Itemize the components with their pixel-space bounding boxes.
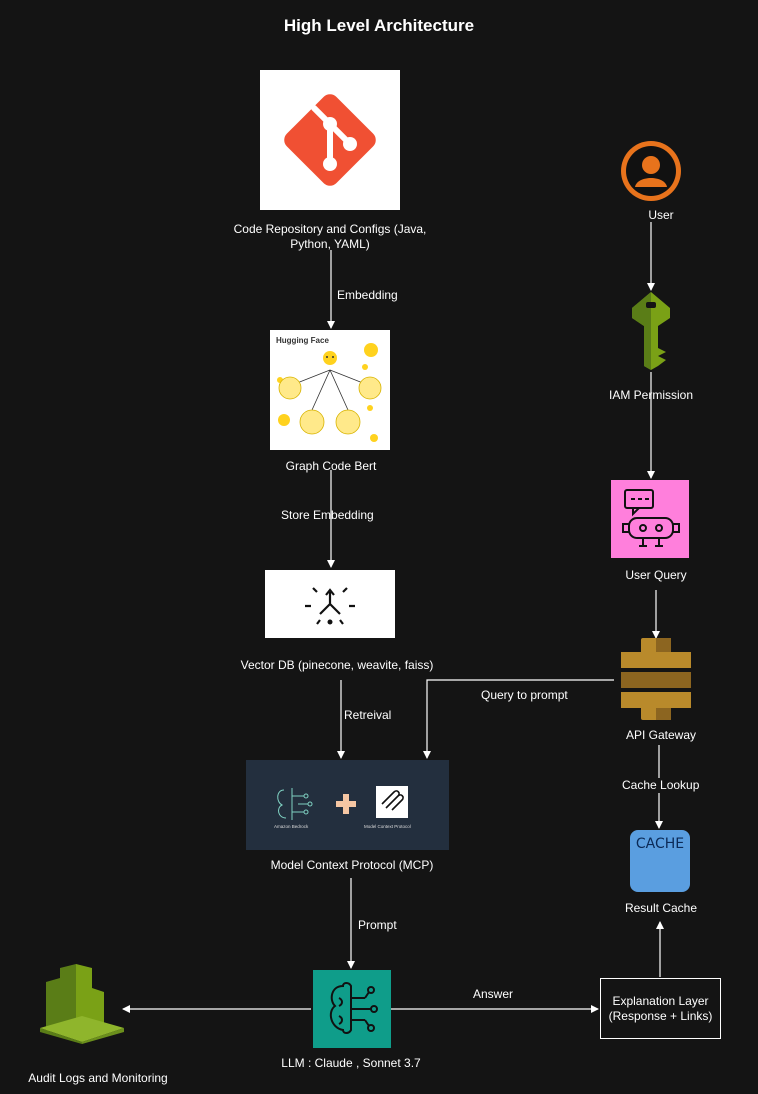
user-label: User xyxy=(648,208,674,222)
mcp-label: Model Context Protocol (MCP) xyxy=(270,858,434,872)
user-query-label: User Query xyxy=(625,568,687,582)
audit-monitoring-icon xyxy=(40,962,124,1044)
audit-label: Audit Logs and Monitoring xyxy=(28,1071,168,1085)
explanation-layer-box: Explanation Layer (Response + Links) xyxy=(600,978,721,1039)
edge-gateway-to-mcp xyxy=(423,679,614,759)
mcp-panel: Amazon Bedrock Model Context Protocol xyxy=(246,760,449,850)
iam-label: IAM Permission xyxy=(608,388,694,402)
edge-label-retreival: Retreival xyxy=(344,708,392,723)
api-gateway-label: API Gateway xyxy=(625,728,697,742)
user-query-chatbot-icon xyxy=(611,480,689,558)
llm-label: LLM : Claude , Sonnet 3.7 xyxy=(281,1056,421,1070)
hugging-face-title: Hugging Face xyxy=(276,336,329,345)
explanation-layer-label: Explanation Layer (Response + Links) xyxy=(608,994,713,1023)
edge-label-query-to-prompt: Query to prompt xyxy=(481,688,568,702)
vector-db-icon xyxy=(265,570,395,638)
mcp-protocol-caption: Model Context Protocol xyxy=(364,824,411,829)
edge-label-store-embedding: Store Embedding xyxy=(281,508,374,522)
code-repo-label: Code Repository and Configs (Java, Pytho… xyxy=(233,222,427,251)
edge-label-prompt: Prompt xyxy=(358,918,397,932)
git-logo-icon xyxy=(260,70,400,210)
result-cache-label: Result Cache xyxy=(624,901,698,915)
edge-label-answer: Answer xyxy=(473,987,514,1001)
hugging-face-graph-icon: Hugging Face xyxy=(270,330,390,450)
diagram-title: High Level Architecture xyxy=(283,16,475,35)
user-icon xyxy=(620,140,682,202)
graph-bert-label: Graph Code Bert xyxy=(285,459,377,473)
iam-key-icon xyxy=(626,290,676,372)
api-gateway-icon xyxy=(619,638,693,720)
llm-brain-icon xyxy=(313,970,391,1048)
edge-label-embedding: Embedding xyxy=(337,288,398,302)
cache-icon: CACHE xyxy=(630,830,690,892)
edge-label-cache-lookup: Cache Lookup xyxy=(622,778,700,793)
cache-icon-text: CACHE xyxy=(635,836,685,852)
mcp-bedrock-caption: Amazon Bedrock xyxy=(274,824,309,829)
vector-db-label: Vector DB (pinecone, weavite, faiss) xyxy=(240,658,434,672)
